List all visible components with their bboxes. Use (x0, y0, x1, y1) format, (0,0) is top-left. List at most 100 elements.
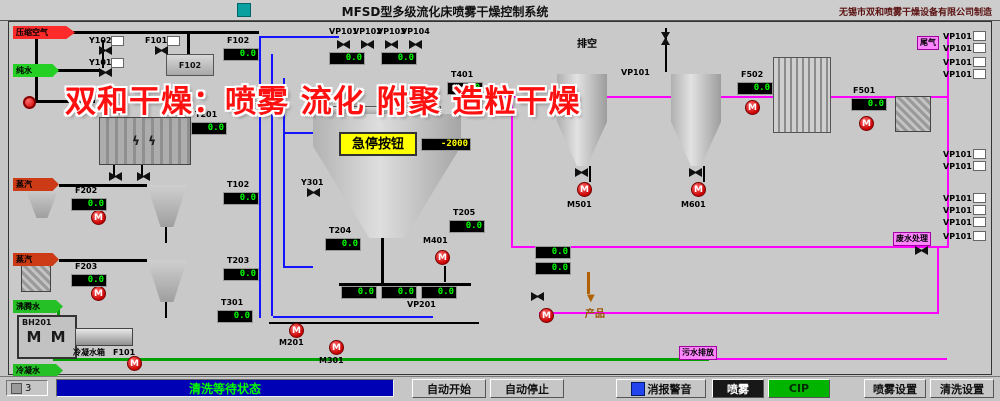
pump-P101[interactable]: M (127, 356, 142, 371)
valve-icon[interactable] (409, 40, 422, 49)
label-排空: 排空 (577, 39, 597, 50)
pump-F501[interactable]: M (859, 116, 874, 131)
label-T401: T401 (451, 70, 474, 79)
label-Y102: Y102 (89, 36, 112, 45)
pump-station-BH201-glyph: M M (26, 328, 68, 346)
pipe-segment (269, 322, 479, 324)
cyclone-2 (147, 260, 187, 302)
label-T203: T203 (227, 256, 250, 265)
numeric-display: 0.0 (421, 286, 457, 299)
valve-icon[interactable] (689, 168, 702, 177)
pipe-segment (35, 100, 95, 103)
valve-icon[interactable] (915, 246, 928, 255)
pipe-segment (511, 98, 513, 246)
pump-M601[interactable]: M (691, 182, 706, 197)
label-F101: F101 (145, 36, 168, 45)
pump-M201[interactable]: M (289, 323, 304, 338)
pump-M301[interactable]: M (329, 340, 344, 355)
bag-filter: ϟ ϟ (99, 117, 191, 165)
valve-icon[interactable] (155, 46, 168, 55)
pump-F203[interactable]: M (91, 286, 106, 301)
valve-icon[interactable] (109, 172, 122, 181)
pipe-segment (539, 312, 939, 314)
auto-stop-button-label: 自动停止 (505, 382, 549, 396)
mute-alarm-button-label: 消报警音 (647, 382, 692, 396)
label-VP101: VP101 (943, 70, 972, 79)
pipe-segment (59, 184, 147, 187)
cip-button[interactable]: CIP (768, 379, 830, 398)
pipe-segment (665, 28, 667, 72)
counter-value: 3 (25, 383, 32, 394)
label-M301: M301 (319, 356, 344, 365)
valve-icon[interactable] (99, 68, 112, 77)
bag-filter-glyph: ϟ ϟ (131, 134, 158, 148)
spray-button[interactable]: 喷雾 (712, 379, 764, 398)
valve-icon[interactable] (99, 46, 112, 55)
valve-icon[interactable] (307, 188, 320, 197)
pipe-segment (709, 358, 947, 360)
indicator-box (167, 36, 180, 46)
numeric-display: 0.0 (191, 122, 227, 135)
numeric-display: 0.0 (447, 82, 483, 95)
emergency-stop-button[interactable]: 急停按钮 (339, 132, 417, 156)
window-icon (237, 3, 251, 17)
label-T205: T205 (453, 208, 476, 217)
pipe-segment (285, 266, 313, 268)
title-bar: MFSD型多级流化床喷雾干燥控制系统 无锡市双和喷雾干燥设备有限公司制造 (0, 0, 1000, 21)
indicator-box (111, 36, 124, 46)
auto-start-button[interactable]: 自动开始 (412, 379, 486, 398)
label-VP101: VP101 (943, 232, 972, 241)
pipe-segment (271, 54, 273, 316)
pipe-segment (273, 316, 433, 318)
pipe-segment (187, 34, 190, 54)
pump-F502[interactable]: M (745, 100, 760, 115)
valve-icon[interactable] (337, 40, 350, 49)
auto-start-button-label: 自动开始 (427, 382, 471, 396)
spray-settings-button[interactable]: 喷雾设置 (864, 379, 926, 398)
label-VP104: VP104 (401, 27, 430, 36)
label-Y101: Y101 (89, 58, 112, 67)
valve-icon[interactable] (137, 172, 150, 181)
label-M201: M201 (279, 338, 304, 347)
cyclone-1 (147, 185, 187, 227)
numeric-display: 0.0 (449, 220, 485, 233)
pipe-segment (589, 166, 591, 182)
page-counter[interactable]: 3 (6, 380, 48, 396)
indicator-box (973, 217, 986, 227)
feed-arrow: 冷凝水 (13, 364, 63, 377)
valve-icon[interactable] (531, 292, 544, 301)
pipe-segment (69, 31, 259, 34)
valve-icon[interactable] (661, 32, 670, 45)
auto-stop-button[interactable]: 自动停止 (490, 379, 564, 398)
pipe-segment (165, 227, 167, 243)
pipe-segment (59, 259, 147, 262)
pump-M401[interactable]: M (435, 250, 450, 265)
label-VP101: VP101 (943, 58, 972, 67)
pump-F202[interactable]: M (91, 210, 106, 225)
numeric-display: 0.0 (535, 262, 571, 275)
pipe-segment (259, 36, 261, 318)
pump-M701[interactable]: M (539, 308, 554, 323)
valve-icon[interactable] (385, 40, 398, 49)
valve-icon[interactable] (361, 40, 374, 49)
watermark-text: 双和干燥：喷雾 流化 附聚 造粒干燥 (65, 84, 581, 120)
feed-arrow: 蒸汽 (13, 253, 59, 266)
indicator-lamp (23, 96, 36, 109)
label-F102: F102 (227, 36, 250, 45)
clean-settings-button-label: 清洗设置 (940, 382, 984, 396)
pump-M501[interactable]: M (577, 182, 592, 197)
label-废水处理: 废水处理 (893, 232, 931, 246)
counter-icon (11, 382, 22, 394)
mute-alarm-button[interactable]: 消报警音 (616, 379, 706, 398)
feed-cone (25, 188, 59, 218)
feed-filter (21, 262, 51, 292)
clean-settings-button[interactable]: 清洗设置 (930, 379, 994, 398)
valve-icon[interactable] (575, 168, 588, 177)
numeric-display: 0.0 (381, 52, 417, 65)
numeric-display: 0.0 (71, 198, 107, 211)
label-VP101: VP101 (943, 150, 972, 159)
label-M501: M501 (567, 200, 592, 209)
